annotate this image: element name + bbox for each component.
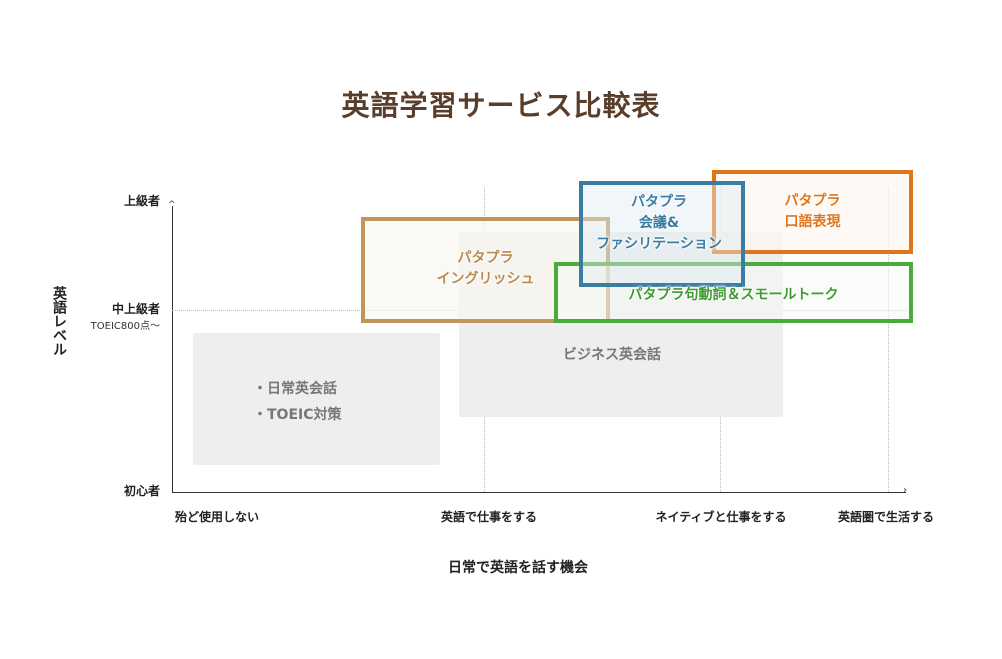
x-axis-title: 日常で英語を話す機会 — [448, 560, 588, 576]
service-phrasal — [554, 262, 913, 323]
service-phrasal-label: パタプラ句動詞＆スモールトーク — [628, 287, 839, 303]
service-colloquial — [712, 170, 913, 254]
y-axis-title: 英語レベル — [51, 286, 67, 356]
x-tick-rarely: 殆ど使用しない — [174, 510, 260, 524]
x-axis-arrow-icon: › — [903, 485, 907, 496]
region-general-item: ・TOEIC対策 — [253, 407, 342, 423]
region-general-item: ・日常英会話 — [253, 381, 337, 397]
x-tick-native: ネイティブと仕事をする — [655, 510, 787, 524]
y-level-upper-intermediate: 中上級者 — [111, 302, 160, 316]
y-level-beginner: 初心者 — [123, 484, 160, 498]
service-english-label: パタプラ イングリッシュ — [436, 250, 535, 287]
y-axis-line — [172, 206, 173, 493]
x-axis-line — [172, 492, 906, 493]
service-meeting-label: パタプラ 会議& ファシリテーション — [596, 194, 722, 252]
y-axis-arrow-icon: ^ — [168, 200, 176, 210]
service-meeting — [579, 181, 745, 287]
x-tick-abroad: 英語圏で生活する — [837, 510, 935, 524]
grid-line-abroad — [888, 187, 889, 492]
region-business-label: ビジネス英会話 — [563, 347, 661, 363]
service-colloquial-label: パタプラ 口語表現 — [784, 193, 841, 230]
y-level-advanced: 上級者 — [123, 194, 160, 208]
y-level-note: TOEIC800点〜 — [90, 321, 160, 332]
region-general: ・日常英会話 ・TOEIC対策 — [193, 333, 440, 465]
page-title: 英語学習サービス比較表 — [341, 89, 661, 122]
x-tick-work: 英語で仕事をする — [440, 510, 538, 524]
